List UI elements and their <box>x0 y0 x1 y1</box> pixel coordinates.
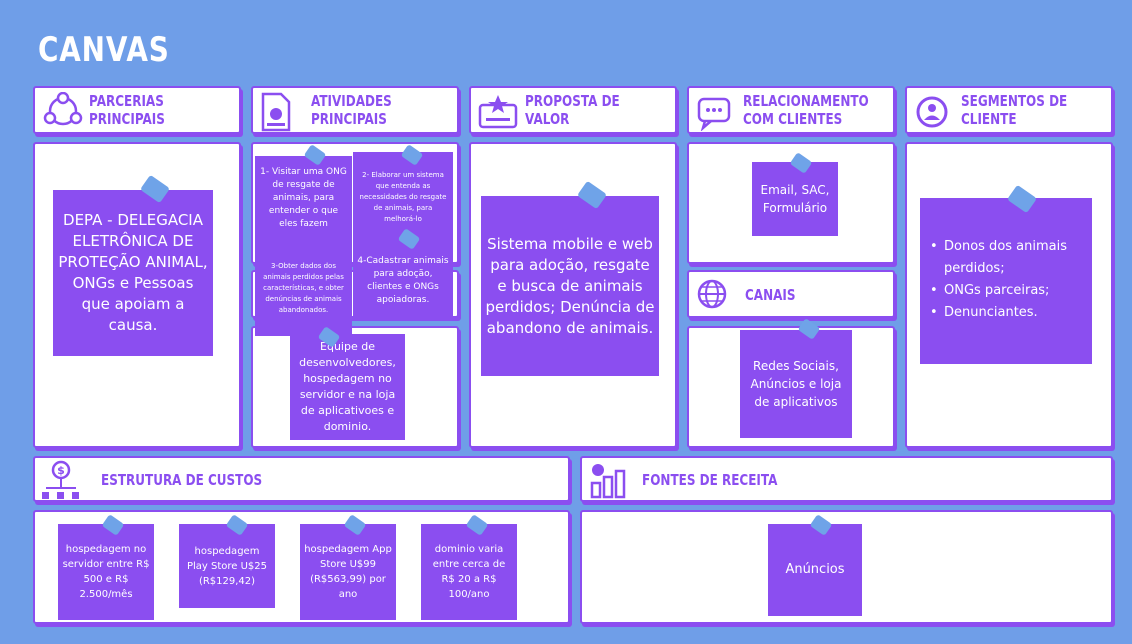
page-title: CANVAS <box>38 30 170 70</box>
atividades-header: ATIVIDADES PRINCIPAIS <box>251 86 459 134</box>
proposta-note-text: Sistema mobile e web para adoção, resgat… <box>485 234 655 337</box>
custo-note-4-text: dominio varia entre cerca de R$ 20 a R$ … <box>432 544 506 600</box>
receita-header: FONTES DE RECEITA <box>580 456 1113 502</box>
relacionamento-note-text: Email, SAC, Formulário <box>760 183 830 215</box>
list-item: Donos dos animais perdidos; <box>930 236 1088 280</box>
atividades-note-2: 2- Elaborar um sistema que entenda as ne… <box>353 152 453 242</box>
star-box-icon <box>477 93 519 135</box>
recursos-note-text: Equipe de desenvolvedores, hospedagem no… <box>299 340 396 433</box>
custo-note-1-text: hospedagem no servidor entre R$ 500 e R$… <box>62 544 150 600</box>
receita-note: Anúncios <box>768 524 862 616</box>
atividades-note-3-text: 3-Obter dados dos animais perdidos pelas… <box>263 261 344 314</box>
receita-note-text: Anúncios <box>785 562 845 577</box>
canais-note-text: Redes Sociais, Anúncios e loja de aplica… <box>750 359 842 409</box>
segmentos-title: SEGMENTOS DE CLIENTE <box>961 92 1068 128</box>
custo-note-1: hospedagem no servidor entre R$ 500 e R$… <box>58 524 154 620</box>
parcerias-note: DEPA - DELEGACIA ELETRÔNICA DE PROTEÇÃO … <box>53 190 213 356</box>
list-item: Denunciantes. <box>930 302 1088 324</box>
canais-title: CANAIS <box>745 286 796 304</box>
canais-note: Redes Sociais, Anúncios e loja de aplica… <box>740 330 852 438</box>
people-network-icon <box>39 91 87 134</box>
parcerias-header: PARCERIAS PRINCIPAIS <box>33 86 241 134</box>
relacionamento-title: RELACIONAMENTO COM CLIENTES <box>743 92 869 128</box>
globe-icon <box>695 277 729 315</box>
custos-header: $ ESTRUTURA DE CUSTOS <box>33 456 570 502</box>
atividades-note-1: 1- Visitar uma ONG de resgate de animais… <box>255 156 352 240</box>
proposta-header: PROPOSTA DE VALOR <box>469 86 677 134</box>
custo-note-2-text: hospedagem Play Store U$25 (R$129,42) <box>186 545 268 587</box>
canais-header: CANAIS <box>687 270 895 318</box>
atividades-note-4: 4-Cadastrar animais para adoção, cliente… <box>353 242 453 320</box>
receita-title: FONTES DE RECEITA <box>642 471 778 489</box>
atividades-title: ATIVIDADES PRINCIPAIS <box>311 92 392 128</box>
relacionamento-note: Email, SAC, Formulário <box>752 162 838 236</box>
segmentos-list: Donos dos animais perdidos; ONGs parceir… <box>930 236 1088 324</box>
atividades-note-1-text: 1- Visitar uma ONG de resgate de animais… <box>260 166 347 229</box>
user-circle-icon <box>915 95 949 133</box>
custo-note-3-text: hospedagem App Store U$99 (R$563,99) por… <box>304 544 392 600</box>
segmentos-header: SEGMENTOS DE CLIENTE <box>905 86 1113 134</box>
svg-text:$: $ <box>57 464 65 477</box>
recursos-note: Equipe de desenvolvedores, hospedagem no… <box>290 334 405 440</box>
parcerias-title: PARCERIAS PRINCIPAIS <box>89 92 165 128</box>
chat-icon <box>695 93 735 135</box>
proposta-note: Sistema mobile e web para adoção, resgat… <box>481 196 659 376</box>
custos-title: ESTRUTURA DE CUSTOS <box>101 471 263 489</box>
custo-note-3: hospedagem App Store U$99 (R$563,99) por… <box>300 524 396 620</box>
atividades-note-2-text: 2- Elaborar um sistema que entenda as ne… <box>359 170 447 223</box>
proposta-title: PROPOSTA DE VALOR <box>525 92 620 128</box>
relacionamento-header: RELACIONAMENTO COM CLIENTES <box>687 86 895 134</box>
parcerias-note-text: DEPA - DELEGACIA ELETRÔNICA DE PROTEÇÃO … <box>58 211 208 334</box>
segmentos-note: Donos dos animais perdidos; ONGs parceir… <box>920 198 1092 364</box>
custo-note-4: dominio varia entre cerca de R$ 20 a R$ … <box>421 524 517 620</box>
revenue-icon <box>588 461 628 505</box>
custo-note-2: hospedagem Play Store U$25 (R$129,42) <box>179 524 275 608</box>
atividades-note-3: 3-Obter dados dos animais perdidos pelas… <box>255 240 352 336</box>
document-icon <box>259 92 293 136</box>
cost-structure-icon: $ <box>39 460 83 506</box>
atividades-note-4-text: 4-Cadastrar animais para adoção, cliente… <box>357 256 449 305</box>
list-item: ONGs parceiras; <box>930 280 1088 302</box>
